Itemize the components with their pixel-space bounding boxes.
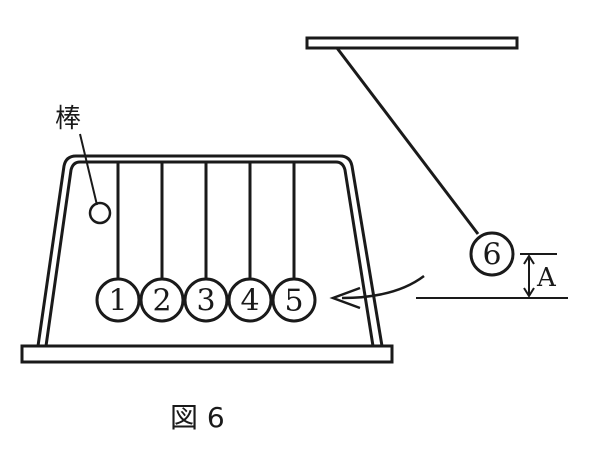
ball-2-label: 2 bbox=[152, 284, 171, 319]
height-indicator: A bbox=[416, 253, 568, 299]
support-bar bbox=[305, 36, 519, 50]
ball-5: 5 bbox=[271, 277, 317, 323]
height-label: A bbox=[536, 263, 557, 293]
frame bbox=[36, 154, 384, 347]
ball-5-label: 5 bbox=[284, 284, 303, 319]
ball-1-label: 1 bbox=[108, 284, 127, 319]
ball-1: 1 bbox=[95, 277, 141, 323]
rod-label: 棒 bbox=[55, 104, 81, 134]
ball-4: 4 bbox=[227, 277, 273, 323]
ball-6-string bbox=[335, 47, 480, 235]
ball-2: 2 bbox=[139, 277, 185, 323]
curved-arrow bbox=[329, 275, 425, 310]
pendulum-strings bbox=[116, 162, 296, 279]
ball-4-label: 4 bbox=[240, 284, 259, 319]
figure-caption: 図 6 bbox=[170, 401, 225, 434]
ball-6: 6 bbox=[469, 231, 515, 277]
rod-marker bbox=[88, 201, 112, 225]
ball-3: 3 bbox=[183, 277, 229, 323]
rod-callout: 棒 bbox=[55, 104, 112, 225]
ball-3-label: 3 bbox=[196, 284, 215, 319]
ball-6-label: 6 bbox=[482, 238, 501, 273]
base-plate bbox=[20, 344, 394, 364]
